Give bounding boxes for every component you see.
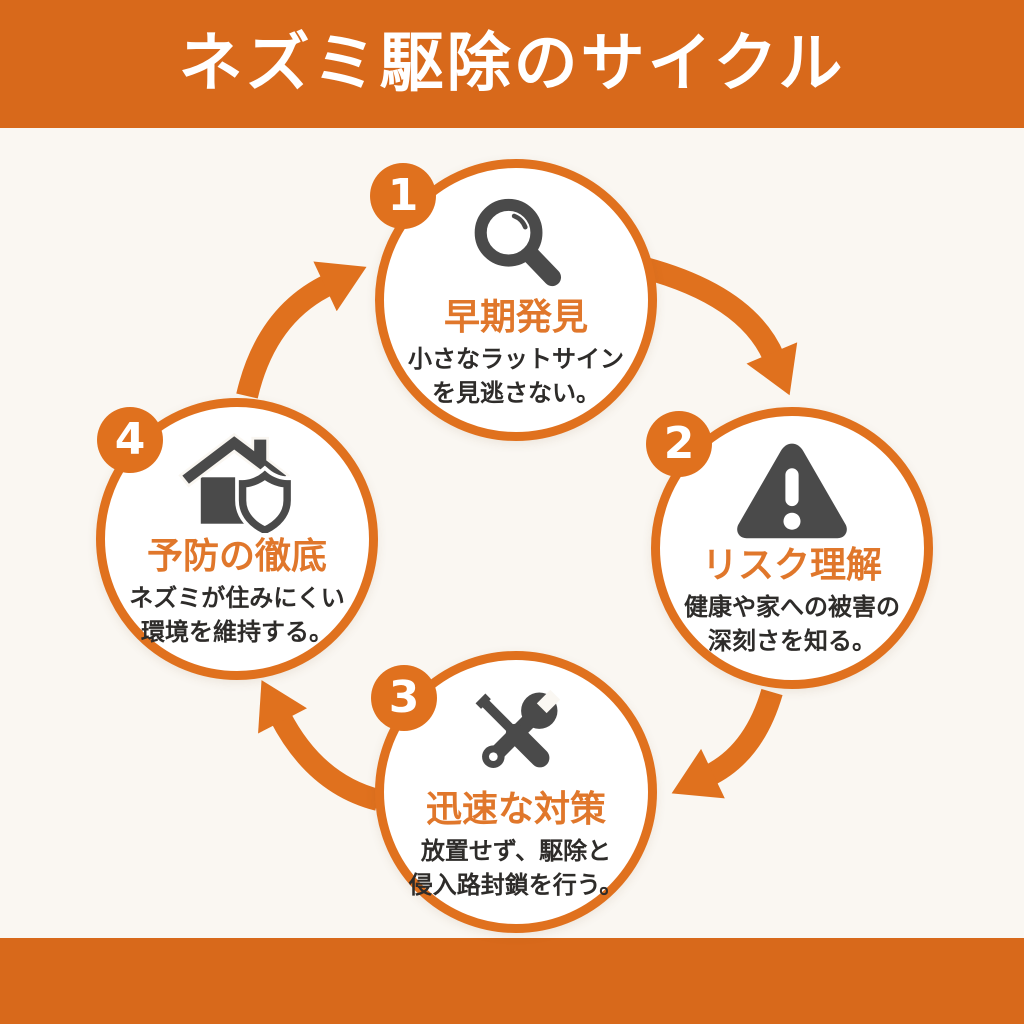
step-description: 放置せず、駆除と侵入路封鎖を行う。 [408,837,624,899]
step-heading: 予防の徹底 [146,535,327,577]
step-description: ネズミが住みにくい環境を維持する。 [129,584,345,646]
step-number-badge-2: 2 [646,411,712,477]
arrow-step4-to-step1 [236,261,367,399]
arrow-step3-to-step4 [258,680,381,811]
step-number-badge-1: 1 [370,163,436,229]
step-circle-4: 予防の徹底 ネズミが住みにくい環境を維持する。 [96,398,378,680]
step-heading: リスク理解 [701,544,882,586]
top-banner: ネズミ駆除のサイクル [0,0,1024,128]
step-description: 健康や家への被害の深刻さを知る。 [684,593,900,655]
step-number-badge-4: 4 [97,407,163,473]
arrow-step1-to-step2 [642,257,798,396]
page-title: ネズミ駆除のサイクル [178,27,846,101]
bottom-banner [0,938,1024,1024]
house-shield-icon [174,429,300,533]
magnifier-icon [460,190,572,294]
arrow-step2-to-step3 [671,688,783,799]
step-description: 小さなラットサインを見逃さない。 [408,345,624,407]
warning-icon [730,438,854,542]
tools-icon [452,682,580,786]
step-number-badge-3: 3 [371,665,437,731]
step-heading: 迅速な対策 [425,788,606,830]
step-heading: 早期発見 [443,296,588,338]
